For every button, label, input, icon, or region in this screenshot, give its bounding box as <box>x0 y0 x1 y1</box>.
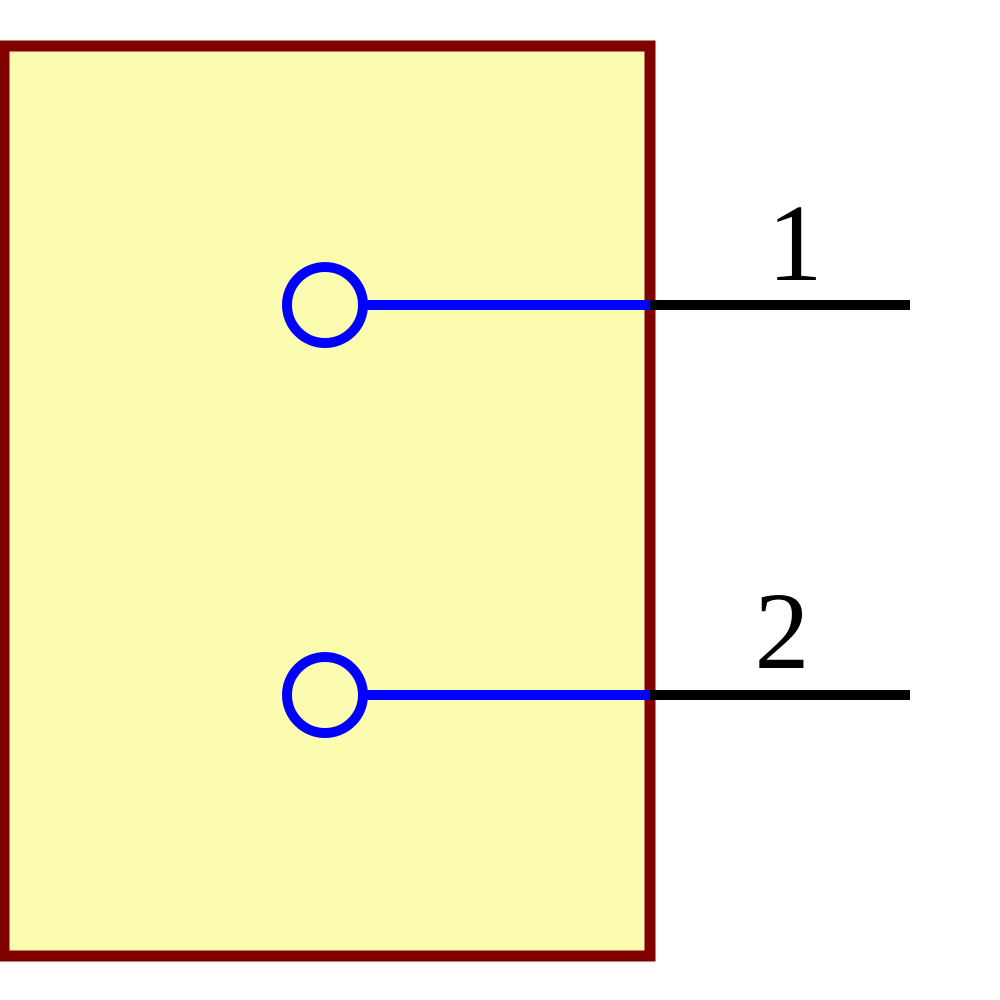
pin-1: 1 <box>282 182 910 348</box>
pin-1-number: 1 <box>768 182 823 304</box>
component-body <box>0 40 656 962</box>
pin-2: 2 <box>282 570 910 738</box>
pin-2-number: 2 <box>755 570 810 692</box>
